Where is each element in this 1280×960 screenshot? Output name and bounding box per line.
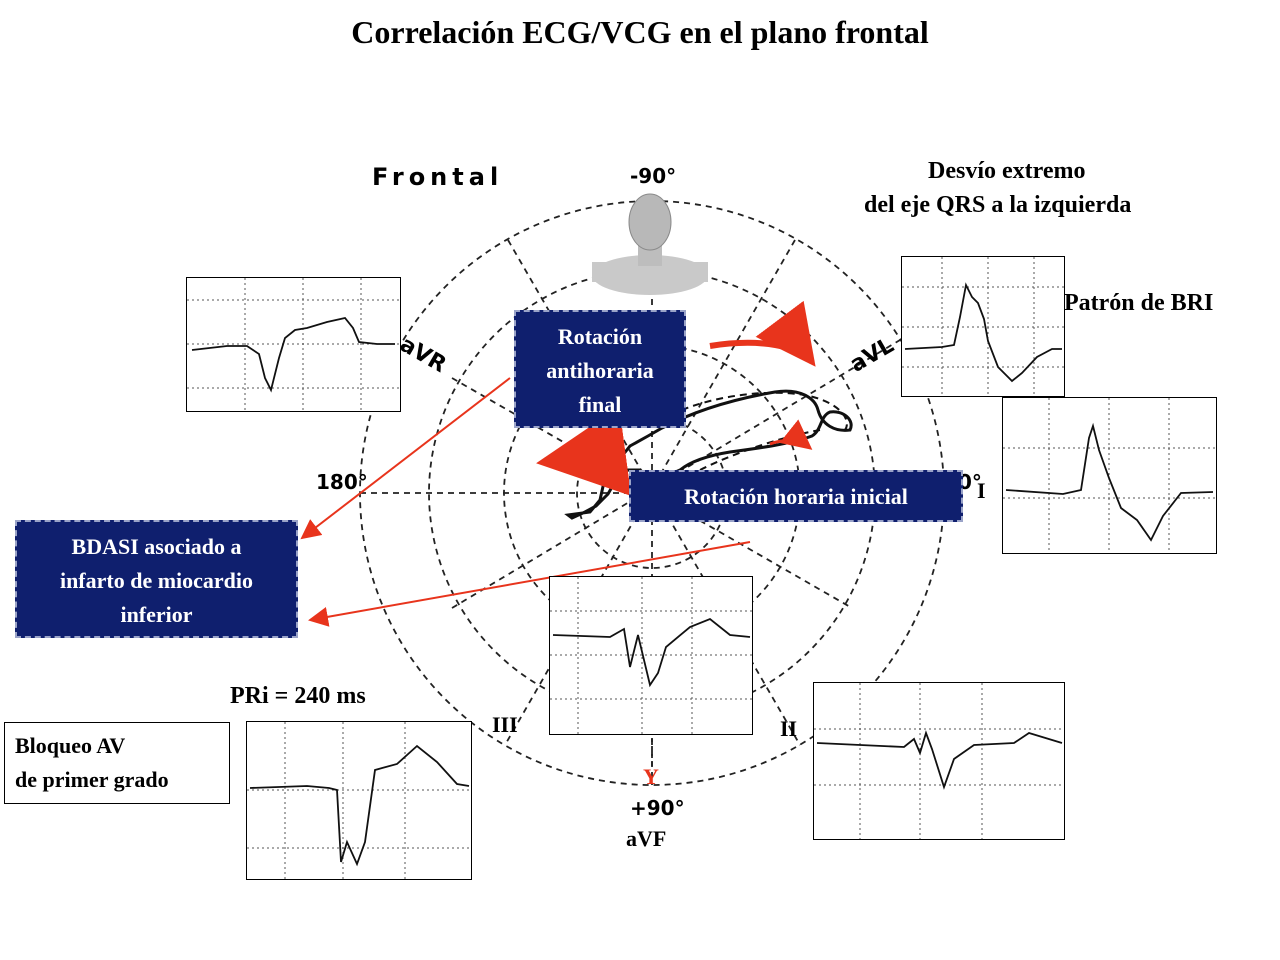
- final-rotation-arrow: [536, 406, 632, 496]
- angle-bottom: +90°: [630, 796, 685, 820]
- lead-i-label: I: [977, 478, 986, 503]
- bdasi-line3: inferior: [120, 602, 193, 627]
- plane-label: Frontal: [372, 163, 504, 191]
- pr-interval-label: PRi = 240 ms: [230, 683, 366, 709]
- rotation-ccw-line3: final: [578, 392, 622, 417]
- ecg-strip-iii: [246, 721, 472, 880]
- av-block-line1: Bloqueo AV: [15, 733, 126, 758]
- lead-iii-label: III: [492, 712, 518, 737]
- lead-avf-label: aVF: [626, 826, 667, 851]
- bdasi-box: BDASI asociado a infarto de miocardio in…: [15, 520, 298, 638]
- connector-arrow-1: [300, 377, 511, 540]
- rotation-ccw-box: Rotación antihoraria final: [514, 310, 686, 428]
- rotation-cw-box: Rotación horaria inicial: [629, 470, 963, 522]
- bdasi-line2: infarto de miocardio: [59, 568, 254, 593]
- angle-top: -90°: [630, 164, 677, 188]
- bri-pattern-label: Patrón de BRI: [1064, 290, 1214, 316]
- angle-left: 180°: [316, 470, 368, 494]
- rotation-ccw-line1: Rotación: [557, 324, 643, 349]
- av-block-box: Bloqueo AV de primer grado: [4, 722, 230, 804]
- cw-rotation-arrow: [769, 419, 813, 450]
- ecg-strip-avl: [901, 256, 1065, 397]
- lead-ii-label: II: [780, 716, 798, 741]
- axis-deviation-line1: Desvío extremo: [928, 158, 1086, 184]
- ecg-strip-avr: [186, 277, 401, 412]
- connector-arrow-2: [308, 541, 751, 627]
- axis-deviation-line2: del eje QRS a la izquierda: [864, 192, 1132, 218]
- ecg-strip-avf: [549, 576, 753, 735]
- ecg-strip-i: [1002, 397, 1217, 554]
- y-axis-label: Y: [643, 764, 659, 789]
- ecg-strip-ii: [813, 682, 1065, 840]
- rotation-ccw-line2: antihoraria: [546, 358, 654, 383]
- rotation-cw-label: Rotación horaria inicial: [684, 484, 908, 509]
- page-title: Correlación ECG/VCG en el plano frontal: [351, 14, 929, 50]
- human-bust-icon: [592, 193, 708, 295]
- av-block-line2: de primer grado: [15, 767, 169, 792]
- angle-right: 0°: [958, 470, 982, 494]
- ccw-rotation-arrow: [709, 300, 816, 367]
- vcg-loop-dashed: [659, 391, 848, 471]
- bdasi-line1: BDASI asociado a: [71, 534, 242, 559]
